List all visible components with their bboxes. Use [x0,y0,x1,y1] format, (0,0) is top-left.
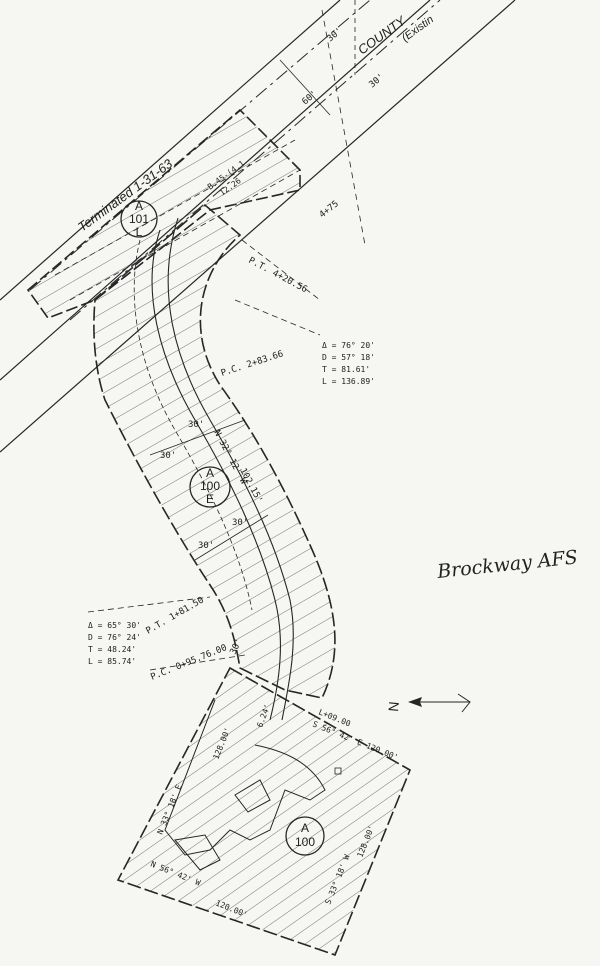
curve1-pc: P.C. 2+83.66 [220,349,285,379]
curve2-pt: P.T. 1+81.50 [145,595,206,636]
curve2-pc: P.C. 0+95.76.00 [149,643,228,683]
tangent-w1: 30' [188,420,204,430]
marker-a101: A 101 L [120,199,158,239]
tangent-w3: 30' [232,518,248,528]
curve2-delta: Δ = 65° 30' [88,621,141,630]
curve1-pt: P.T. 4+20.56 [247,256,309,295]
curve1-l: L = 136.89' [322,377,375,386]
marker-a101-mid: 101 [129,212,149,226]
curve1-d: D = 57° 18' [322,353,375,362]
north-arrow [408,693,471,713]
curve1-t: T = 81.61' [322,365,370,374]
curve2-l: L = 85.74' [88,657,136,666]
north-label: N [385,701,402,712]
marker-a100e-top: A [206,466,214,480]
tangent-w4: 30' [198,541,214,551]
curve2-t: T = 48.24' [88,645,136,654]
access-road-corridor [87,203,336,721]
marker-a101-bottom: L [136,225,143,239]
tangent-w2: 30' [160,451,176,461]
marker-a100e-mid: 100 [200,479,220,493]
width-left-label: 30' [326,26,345,44]
existing-label: (Existin [400,14,436,45]
terminated-row-parcel [26,108,301,319]
width-right-label: 30' [368,72,387,90]
curve1-delta: Δ = 76° 20' [322,341,375,350]
marker-a100-top: A [301,821,309,835]
marker-a100-mid: 100 [295,835,315,849]
width-60-label: 60' [301,89,320,107]
marker-a100e: A 100 E [189,466,231,508]
marker-a100e-bottom: E [206,492,214,506]
site-name: Brockway AFS [435,546,578,583]
site-parcel [116,666,412,957]
station-side-label: 4+75 [318,199,341,220]
curve2-d: D = 76° 24' [88,633,141,642]
marker-a101-top: A [135,199,143,213]
marker-a100: A 100 [285,816,325,856]
